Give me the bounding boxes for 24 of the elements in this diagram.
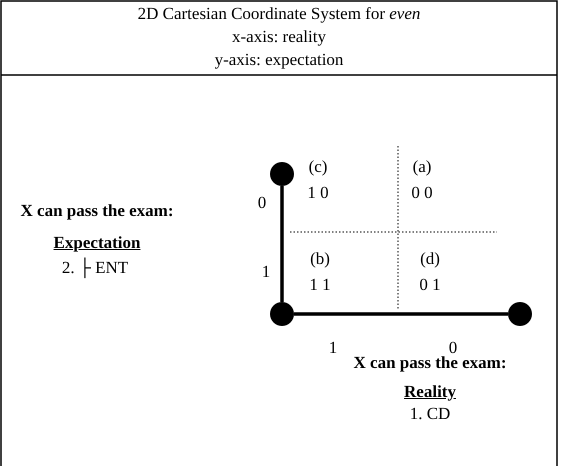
quadrant-label: (c)	[308, 157, 328, 177]
tick-label: 1	[262, 262, 270, 282]
axis-name: Reality	[404, 382, 456, 402]
quadrant-value: 1 1	[309, 275, 331, 295]
quadrant-label: (b)	[310, 249, 330, 269]
axis-caption: x-axis: reality	[232, 27, 326, 47]
axis-note: 1. CD	[410, 404, 450, 424]
quadrant-value: 0 1	[419, 275, 441, 295]
axis-line	[280, 186, 284, 302]
axis-line	[294, 312, 508, 316]
axis-title: X can pass the exam:	[20, 201, 174, 221]
quadrant-value: 1 0	[307, 183, 329, 203]
quadrant-label: (d)	[420, 249, 440, 269]
axis-endpoint-dot	[270, 162, 294, 186]
axis-endpoint-dot	[508, 302, 532, 326]
axis-caption: y-axis: expectation	[214, 50, 344, 70]
tick-label: 1	[328, 338, 338, 358]
axis-name: Expectation	[54, 233, 140, 253]
axis-note: 2. ├ ENT	[62, 258, 128, 278]
quadrant-label: (a)	[412, 157, 432, 177]
tick-label: 0	[258, 193, 266, 213]
axis-endpoint-dot	[270, 302, 294, 326]
quadrant-value: 0 0	[411, 183, 433, 203]
title: 2D Cartesian Coordinate System for even	[138, 4, 420, 24]
